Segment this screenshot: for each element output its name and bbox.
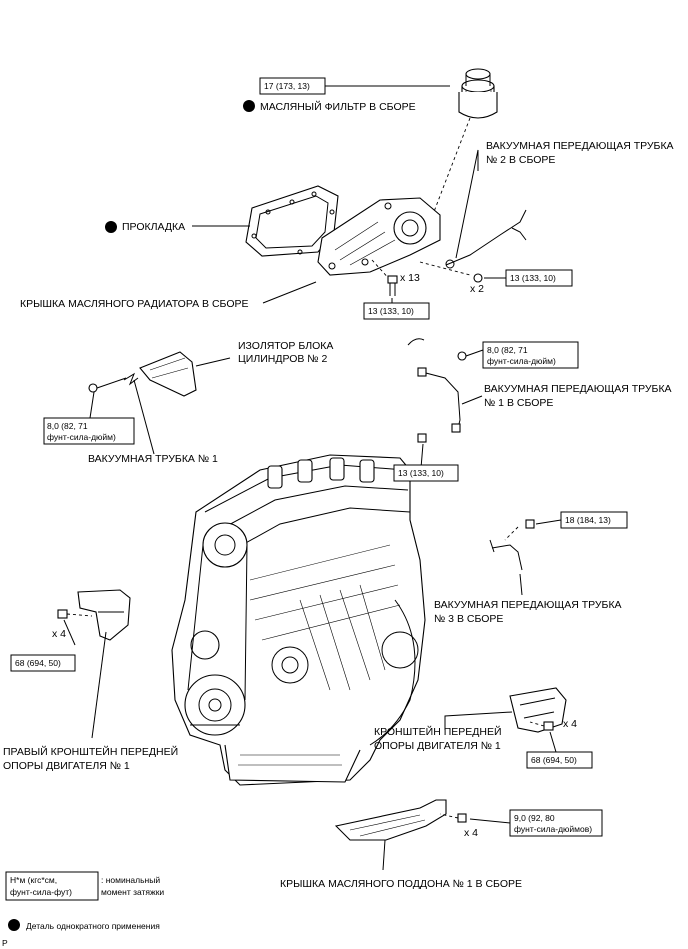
- legend-non-reusable: Деталь однократного применения: [26, 921, 160, 931]
- legend: Н*м (кгс*см, фунт-сила-фут) : номинальны…: [5, 871, 164, 931]
- torque-value-unit: фунт-сила-дюйм): [47, 432, 116, 442]
- oil-filter-drawing: [458, 68, 498, 119]
- engine-assembly-drawing: [171, 454, 426, 786]
- label-oil-cooler-cover: КРЫШКА МАСЛЯНОГО РАДИАТОРА В СБОРЕ: [20, 298, 249, 310]
- label-vacuum-pipe-3: ВАКУУМНАЯ ПЕРЕДАЮЩАЯ ТРУБКА: [434, 599, 622, 611]
- corner-mark: P: [2, 938, 8, 948]
- oil-cooler-cover-drawing: [317, 197, 441, 276]
- label-vacuum-pipe-1-line2: № 1 В СБОРЕ: [484, 397, 553, 409]
- label-front-bracket: КРОНШТЕЙН ПЕРЕДНЕЙ: [374, 725, 502, 738]
- torque-spec-vac-pipe1-union: 8,0 (82, 71 фунт-сила-дюйм): [482, 341, 579, 369]
- label-vacuum-pipe-2: ВАКУУМНАЯ ПЕРЕДАЮЩАЯ ТРУБКА: [486, 140, 674, 152]
- quantity-right-bracket-bolts: x 4: [52, 628, 66, 640]
- torque-spec-oil-pan-cover: 9,0 (92, 80 фунт-сила-дюймов): [509, 809, 603, 837]
- torque-spec-cooler-cover: 13 (133, 10): [363, 302, 430, 320]
- non-reusable-marker-icon: [105, 221, 117, 233]
- oil-pan-cover-drawing: [334, 799, 467, 841]
- label-right-bracket: ПРАВЫЙ КРОНШТЕЙН ПЕРЕДНЕЙ: [3, 745, 178, 758]
- torque-spec-insulator: 8,0 (82, 71 фунт-сила-дюйм): [43, 417, 135, 445]
- vacuum-pipe-2-drawing: [445, 209, 527, 283]
- torque-value-unit: фунт-сила-дюйм): [487, 356, 556, 366]
- label-insulator: ИЗОЛЯТОР БЛОКА: [238, 340, 333, 352]
- label-front-bracket-line2: ОПОРЫ ДВИГАТЕЛЯ № 1: [374, 740, 501, 752]
- legend-unit-line2: фунт-сила-фут): [10, 887, 72, 897]
- torque-spec-vac-pipe3: 18 (184, 13): [560, 511, 628, 529]
- insulator-drawing: [88, 351, 197, 397]
- legend-unit-line1: Н*м (кгс*см,: [10, 875, 57, 885]
- label-vacuum-pipe-3-line2: № 3 В СБОРЕ: [434, 613, 503, 625]
- legend-unit-description: : номинальный: [101, 875, 160, 885]
- non-reusable-marker-icon: [243, 100, 255, 112]
- torque-value: 17 (173, 13): [264, 81, 310, 91]
- torque-value: 9,0 (92, 80: [514, 813, 555, 823]
- label-vacuum-pipe-2-line2: № 2 В СБОРЕ: [486, 154, 555, 166]
- torque-value: 18 (184, 13): [565, 515, 611, 525]
- label-vacuum-pipe-1: ВАКУУМНАЯ ПЕРЕДАЮЩАЯ ТРУБКА: [484, 383, 672, 395]
- leader-lines: [63, 85, 562, 871]
- torque-spec-right-bracket: 68 (694, 50): [10, 654, 76, 672]
- torque-spec-front-bracket: 68 (694, 50): [526, 751, 593, 769]
- torque-spec-vac-pipe1-bolt: 13 (133, 10): [393, 464, 459, 482]
- label-gasket: ПРОКЛАДКА: [122, 221, 185, 233]
- front-bracket-drawing: [509, 687, 567, 733]
- label-insulator-line2: ЦИЛИНДРОВ № 2: [238, 353, 327, 365]
- vacuum-pipe-1-drawing: [407, 338, 467, 443]
- quantity-vac-pipe2-bolts: x 2: [470, 283, 484, 295]
- torque-spec-vac-pipe2: 13 (133, 10): [505, 269, 573, 287]
- torque-value: 13 (133, 10): [368, 306, 414, 316]
- label-right-bracket-line2: ОПОРЫ ДВИГАТЕЛЯ № 1: [3, 760, 130, 772]
- torque-value: 68 (694, 50): [15, 658, 61, 668]
- torque-value: 13 (133, 10): [510, 273, 556, 283]
- torque-value-unit: фунт-сила-дюймов): [514, 824, 592, 834]
- torque-value: 68 (694, 50): [531, 755, 577, 765]
- torque-value: 8,0 (82, 71: [47, 421, 88, 431]
- label-oil-pan-cover: КРЫШКА МАСЛЯНОГО ПОДДОНА № 1 В СБОРЕ: [280, 878, 522, 890]
- label-vacuum-tube-1: ВАКУУМНАЯ ТРУБКА № 1: [88, 453, 218, 465]
- quantity-front-bracket-bolts: x 4: [563, 718, 577, 730]
- legend-unit-description-line2: момент затяжки: [101, 887, 164, 897]
- right-bracket-drawing: [57, 589, 131, 641]
- vacuum-pipe-3-drawing: [489, 519, 535, 571]
- legend-unit-box: [5, 871, 99, 901]
- cooler-bolt-drawing: [387, 275, 398, 296]
- torque-value: 8,0 (82, 71: [487, 345, 528, 355]
- label-oil-filter: МАСЛЯНЫЙ ФИЛЬТР В СБОРЕ: [260, 100, 416, 113]
- torque-value: 13 (133, 10): [398, 468, 444, 478]
- quantity-oil-pan-cover-bolts: x 4: [464, 827, 478, 839]
- quantity-cooler-bolts: x 13: [400, 272, 420, 284]
- non-reusable-legend-icon: [8, 919, 20, 931]
- torque-spec-oil-filter: 17 (173, 13): [259, 77, 326, 95]
